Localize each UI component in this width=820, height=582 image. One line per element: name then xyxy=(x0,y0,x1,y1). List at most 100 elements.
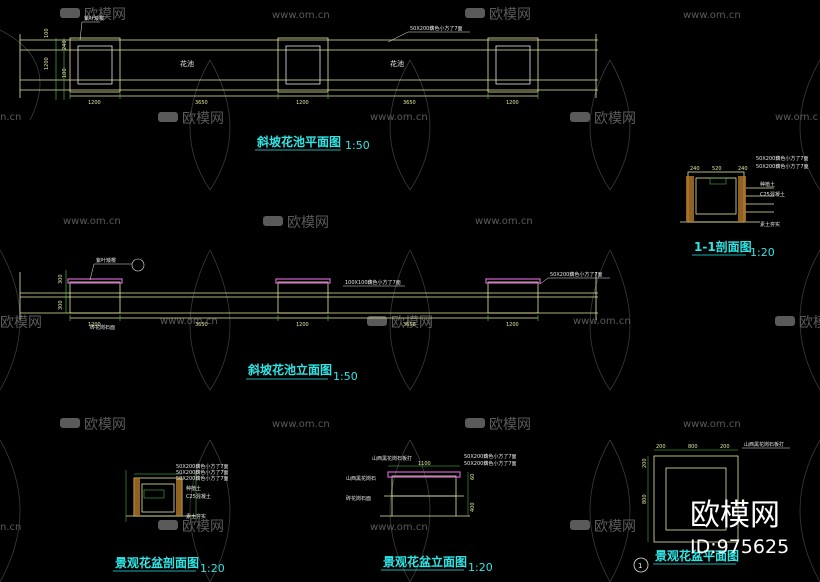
section-scale: 1:20 xyxy=(750,246,775,259)
pot-plan-dim-2: 800 xyxy=(688,444,698,450)
watermark-url-fragment: ww.om.c xyxy=(775,112,818,123)
elevation-coping xyxy=(67,278,541,284)
watermark-logo: 欧模网 xyxy=(158,519,224,535)
pot-elev-callout-left-2: 山西黑花岗石 xyxy=(346,475,376,482)
pot-elev-callout-left-1: 山西黑花岗石板打 xyxy=(372,455,412,462)
elev-dim-5: 1200 xyxy=(506,322,519,328)
pot-section-callout-4: 种植土 xyxy=(186,485,201,492)
plan-dim-left-1: 100 xyxy=(44,28,50,38)
watermark-url: www.om.cn xyxy=(370,112,428,123)
pot-elev-callout-left-3: 砖花岗石面 xyxy=(346,495,371,502)
plan-dim-3: 1200 xyxy=(296,100,309,106)
elev-dim-1: 1200 xyxy=(88,322,101,328)
watermark-logo: 欧模网 xyxy=(367,315,433,331)
pot-plan-dim-3: 200 xyxy=(720,444,730,450)
plan-view: 1200 3650 1200 3650 1200 100 1200 240 10… xyxy=(19,15,598,152)
section-dim-2: 520 xyxy=(712,166,722,172)
plan-inner-pots xyxy=(77,45,531,85)
watermark-logo: 欧模网 xyxy=(263,215,329,231)
pot-elev-dim-right-1: 60 xyxy=(470,474,476,480)
brand-id: ID:975625 xyxy=(690,536,789,558)
pot-elevation: 1100 60 400 山西黑花岗石板打 山西黑花岗石 砖花岗石面 50X200… xyxy=(346,453,517,574)
pot-elev-dim-top: 1100 xyxy=(418,461,431,467)
pot-section-callout-3: 50X200藕色小方了7面 xyxy=(176,475,229,482)
watermark-url-fragment: n.cn xyxy=(0,522,21,533)
watermark-url: www.om.cn xyxy=(272,419,330,430)
watermark-url: www.om.cn xyxy=(272,10,330,21)
plan-dim-left-2: 1200 xyxy=(44,57,50,70)
plan-dim-left-3: 240 xyxy=(62,40,68,50)
watermark-logo: 欧模网 xyxy=(465,7,531,23)
watermark-url: www.om.cn xyxy=(370,522,428,533)
elev-dim-4: 3650 xyxy=(403,322,416,328)
pot-elev-dim-right-2: 400 xyxy=(470,502,476,512)
plan-dim-left-4: 100 xyxy=(62,68,68,78)
svg-text:欧模网: 欧模网 xyxy=(489,7,531,23)
section-callout-4: C25混凝土 xyxy=(760,191,785,198)
plan-dim-2: 3650 xyxy=(195,100,208,106)
section-1-1: 240 520 240 50X200藕色小方了7面 50X200藕色小方了7面 … xyxy=(680,155,809,259)
pot-plan-callout: 山西黑花岗石板打 xyxy=(744,441,784,448)
plan-title: 斜坡花池平面图 xyxy=(256,134,341,149)
watermark-logo: 欧模网 xyxy=(465,417,531,433)
pot-section-scale: 1:20 xyxy=(200,562,225,575)
plan-label-pool-2: 花池 xyxy=(390,59,404,68)
plan-dimension-ticks xyxy=(55,38,539,100)
plan-label-pool-1: 花池 xyxy=(180,59,194,68)
section-dim-1: 240 xyxy=(690,166,700,172)
watermark-logo: 欧模网 xyxy=(60,417,126,433)
pot-plan-dim-1: 200 xyxy=(656,444,666,450)
section-callout-1: 50X200藕色小方了7面 xyxy=(756,155,809,162)
svg-text:欧模网: 欧模网 xyxy=(84,7,126,23)
brand-logo: 欧模网 xyxy=(690,498,780,533)
section-callout-5: 素土夯实 xyxy=(760,221,780,228)
pot-section: 50X200藕色小方了7面 50X200藕色小方了7面 50X200藕色小方了7… xyxy=(113,463,229,575)
pot-plan-marker xyxy=(633,557,649,573)
elevation-view: 1200 3650 1200 3650 1200 300 300 紫叶矮樱 10… xyxy=(19,257,610,383)
watermark-url: www.om.cn xyxy=(683,10,741,21)
watermark-url: www.om.cn xyxy=(475,216,533,227)
plan-outline xyxy=(19,34,598,98)
plan-dim-5: 1200 xyxy=(506,100,519,106)
svg-text:欧模网: 欧模网 xyxy=(182,111,224,127)
plan-scale: 1:50 xyxy=(345,139,370,152)
pot-elevation-coping xyxy=(387,471,461,478)
pot-plan-title: 景观花盆平面图 xyxy=(655,548,739,563)
plan-callout-top-left: 紫叶矮樱 xyxy=(84,15,104,22)
brand-stamp: 欧模网 ID:975625 xyxy=(690,498,789,558)
elev-dim-2: 3650 xyxy=(195,322,208,328)
svg-text:欧模网: 欧模网 xyxy=(287,215,329,231)
pot-plan: 200 800 200 200 800 山西黑花岗石板打 1 景观花盆平面图 xyxy=(633,441,790,573)
elev-dim-left-2: 300 xyxy=(58,300,64,310)
pot-section-callout-6: 素土夯实 xyxy=(186,513,206,520)
watermark-url: www.om.cn xyxy=(683,419,741,430)
section-callout-2: 50X200藕色小方了7面 xyxy=(756,163,809,170)
plan-dim-4: 3650 xyxy=(403,100,416,106)
svg-text:欧模网: 欧模网 xyxy=(182,519,224,535)
pot-section-callout-5: C25混凝土 xyxy=(186,493,211,500)
pot-section-title: 景观花盆剖面图 xyxy=(115,555,199,570)
elev-callout-bottom-left: 砖花岗石面 xyxy=(90,324,115,331)
watermark-logo: 欧模网 xyxy=(60,7,126,23)
pot-section-callout-1: 50X200藕色小方了7面 xyxy=(176,463,229,470)
svg-text:欧模网: 欧模网 xyxy=(391,315,433,331)
watermark-logo: 欧模网 xyxy=(158,111,224,127)
elevation-title: 斜坡花池立面图 xyxy=(247,362,332,377)
elevation-scale: 1:50 xyxy=(333,370,358,383)
elev-callout-right: 50X200藕色小方了7面 xyxy=(550,271,603,278)
section-dim-3: 240 xyxy=(738,166,748,172)
pot-elev-callout-right-2: 50X200藕色小方了7面 xyxy=(464,460,517,467)
svg-text:欧模网: 欧模网 xyxy=(594,519,636,535)
elev-callout-marker xyxy=(131,258,145,272)
pot-plan-marker-number: 1 xyxy=(638,562,642,570)
watermarks: 欧模网 www.om.cn 欧模网 www.om.cn n.cn 欧模网 www… xyxy=(0,7,820,535)
section-title: 1-1剖面图 xyxy=(694,239,752,254)
pot-elevation-scale: 1:20 xyxy=(468,561,493,574)
svg-text:欧模网: 欧模网 xyxy=(594,111,636,127)
section-callout-3: 种植土 xyxy=(760,181,775,188)
plan-callout-top-right: 50X200藕色小方了7面 xyxy=(410,25,463,32)
pot-plan-dim-left-2: 800 xyxy=(642,494,648,504)
watermark-logo-fragment: 欧模网 xyxy=(0,315,42,331)
pot-section-callout-2: 50X200藕色小方了7面 xyxy=(176,469,229,476)
